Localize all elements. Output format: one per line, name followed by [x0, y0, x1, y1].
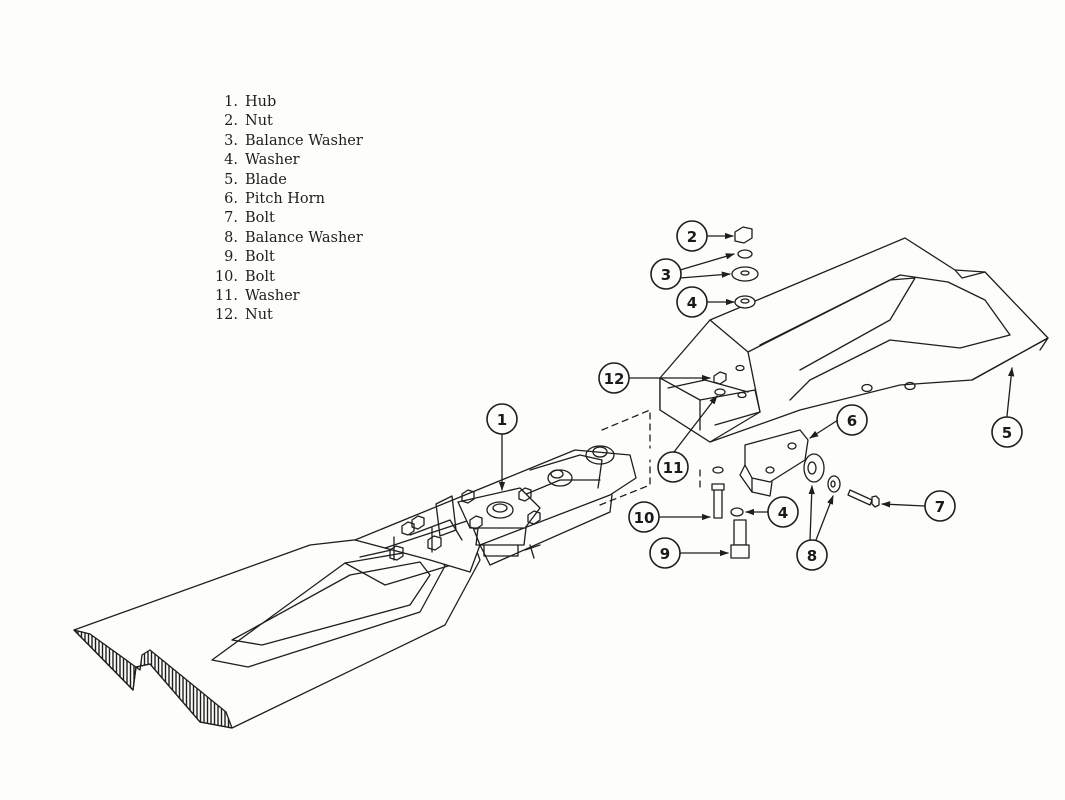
callout-1: [486, 403, 518, 435]
callout-label-9: 9: [660, 545, 670, 563]
parts-legend: 1. Hub 2. Nut 3. Balance Washer 4. Washer 5.…: [208, 93, 363, 326]
callout-3: [650, 258, 682, 290]
callout-label-6: 6: [847, 412, 857, 430]
balance-washer-8: [803, 453, 841, 493]
callout-8: [796, 539, 828, 571]
legend-label: Bolt: [245, 268, 275, 285]
callout-circles: [486, 220, 1023, 571]
legend-number: 1.: [224, 94, 238, 110]
nut-12: [713, 371, 727, 385]
callout-2: [676, 220, 708, 252]
legend-item: 2. Nut: [208, 112, 363, 131]
callout-9: [649, 537, 681, 569]
legend-number: 6.: [224, 191, 238, 208]
callout-label-5: 5: [1002, 424, 1012, 442]
right-blade: [659, 237, 1049, 443]
legend-item: 5. Blade: [208, 171, 363, 190]
callout-label-7: 7: [935, 498, 945, 516]
legend-number: 11.: [214, 288, 238, 305]
legend-label: Balance Washer: [245, 132, 363, 149]
legend-item: 3. Balance Washer: [208, 132, 363, 151]
legend-number: 2.: [224, 113, 238, 130]
legend-label: Blade: [245, 171, 287, 188]
legend-number: 4.: [224, 152, 238, 169]
legend-item: 4. Washer: [208, 151, 363, 170]
callout-label-12: 12: [604, 370, 625, 388]
callout-12: [598, 362, 630, 394]
callout-10: [628, 501, 660, 533]
legend-label: Balance Washer: [245, 229, 363, 246]
callout-label-8: 8: [807, 547, 817, 565]
callout-label-1: 1: [497, 411, 507, 429]
pitch-horn-6: [739, 429, 809, 497]
hub-assembly: [354, 445, 637, 573]
washer-11: [714, 388, 726, 396]
legend-number: 9.: [224, 249, 238, 266]
callout-label-4b: 4: [778, 504, 788, 522]
legend-item: 1. Hub: [208, 93, 363, 112]
leader-lines: [498, 232, 1015, 557]
legend-label: Nut: [245, 113, 273, 130]
legend-item: 6. Pitch Horn: [208, 190, 363, 209]
bolt-7: [847, 489, 880, 508]
legend-item: 8. Balance Washer: [208, 229, 363, 248]
callout-11: [657, 451, 689, 483]
legend-label: Nut: [245, 307, 273, 324]
legend-number: 5.: [224, 171, 238, 188]
nut-2: [734, 226, 753, 244]
legend-item: 10. Bolt: [208, 268, 363, 287]
callout-label-10: 10: [634, 509, 655, 527]
legend-label: Bolt: [245, 210, 275, 227]
legend-label: Pitch Horn: [245, 191, 325, 208]
legend-number: 7.: [224, 210, 238, 227]
callout-5: [991, 416, 1023, 448]
legend-label: Bolt: [245, 249, 275, 266]
legend-number: 3.: [224, 132, 238, 149]
callout-7: [924, 490, 956, 522]
legend-item: 9. Bolt: [208, 248, 363, 267]
bolt-9: [730, 519, 750, 559]
callout-label-3: 3: [661, 266, 671, 284]
legend-item: 12. Nut: [208, 306, 363, 325]
bolt-10: [711, 466, 725, 519]
legend-label: Washer: [245, 288, 300, 305]
legend-number: 10.: [214, 268, 238, 285]
callout-4a: [676, 286, 708, 318]
legend-label: Hub: [245, 94, 277, 110]
legend-number: 8.: [224, 229, 238, 246]
callout-label-2: 2: [687, 228, 697, 246]
washer-4-bottom: [730, 507, 744, 517]
washer-4-top: [734, 295, 756, 309]
legend-label: Washer: [245, 152, 300, 169]
legend-item: 11. Washer: [208, 287, 363, 306]
legend-number: 12.: [214, 307, 238, 324]
legend-item: 7. Bolt: [208, 209, 363, 228]
callout-4b: [767, 496, 799, 528]
callout-label-11: 11: [663, 459, 684, 477]
callout-label-4a: 4: [687, 294, 697, 312]
callout-6: [836, 404, 868, 436]
balance-washer-3: [731, 249, 759, 282]
